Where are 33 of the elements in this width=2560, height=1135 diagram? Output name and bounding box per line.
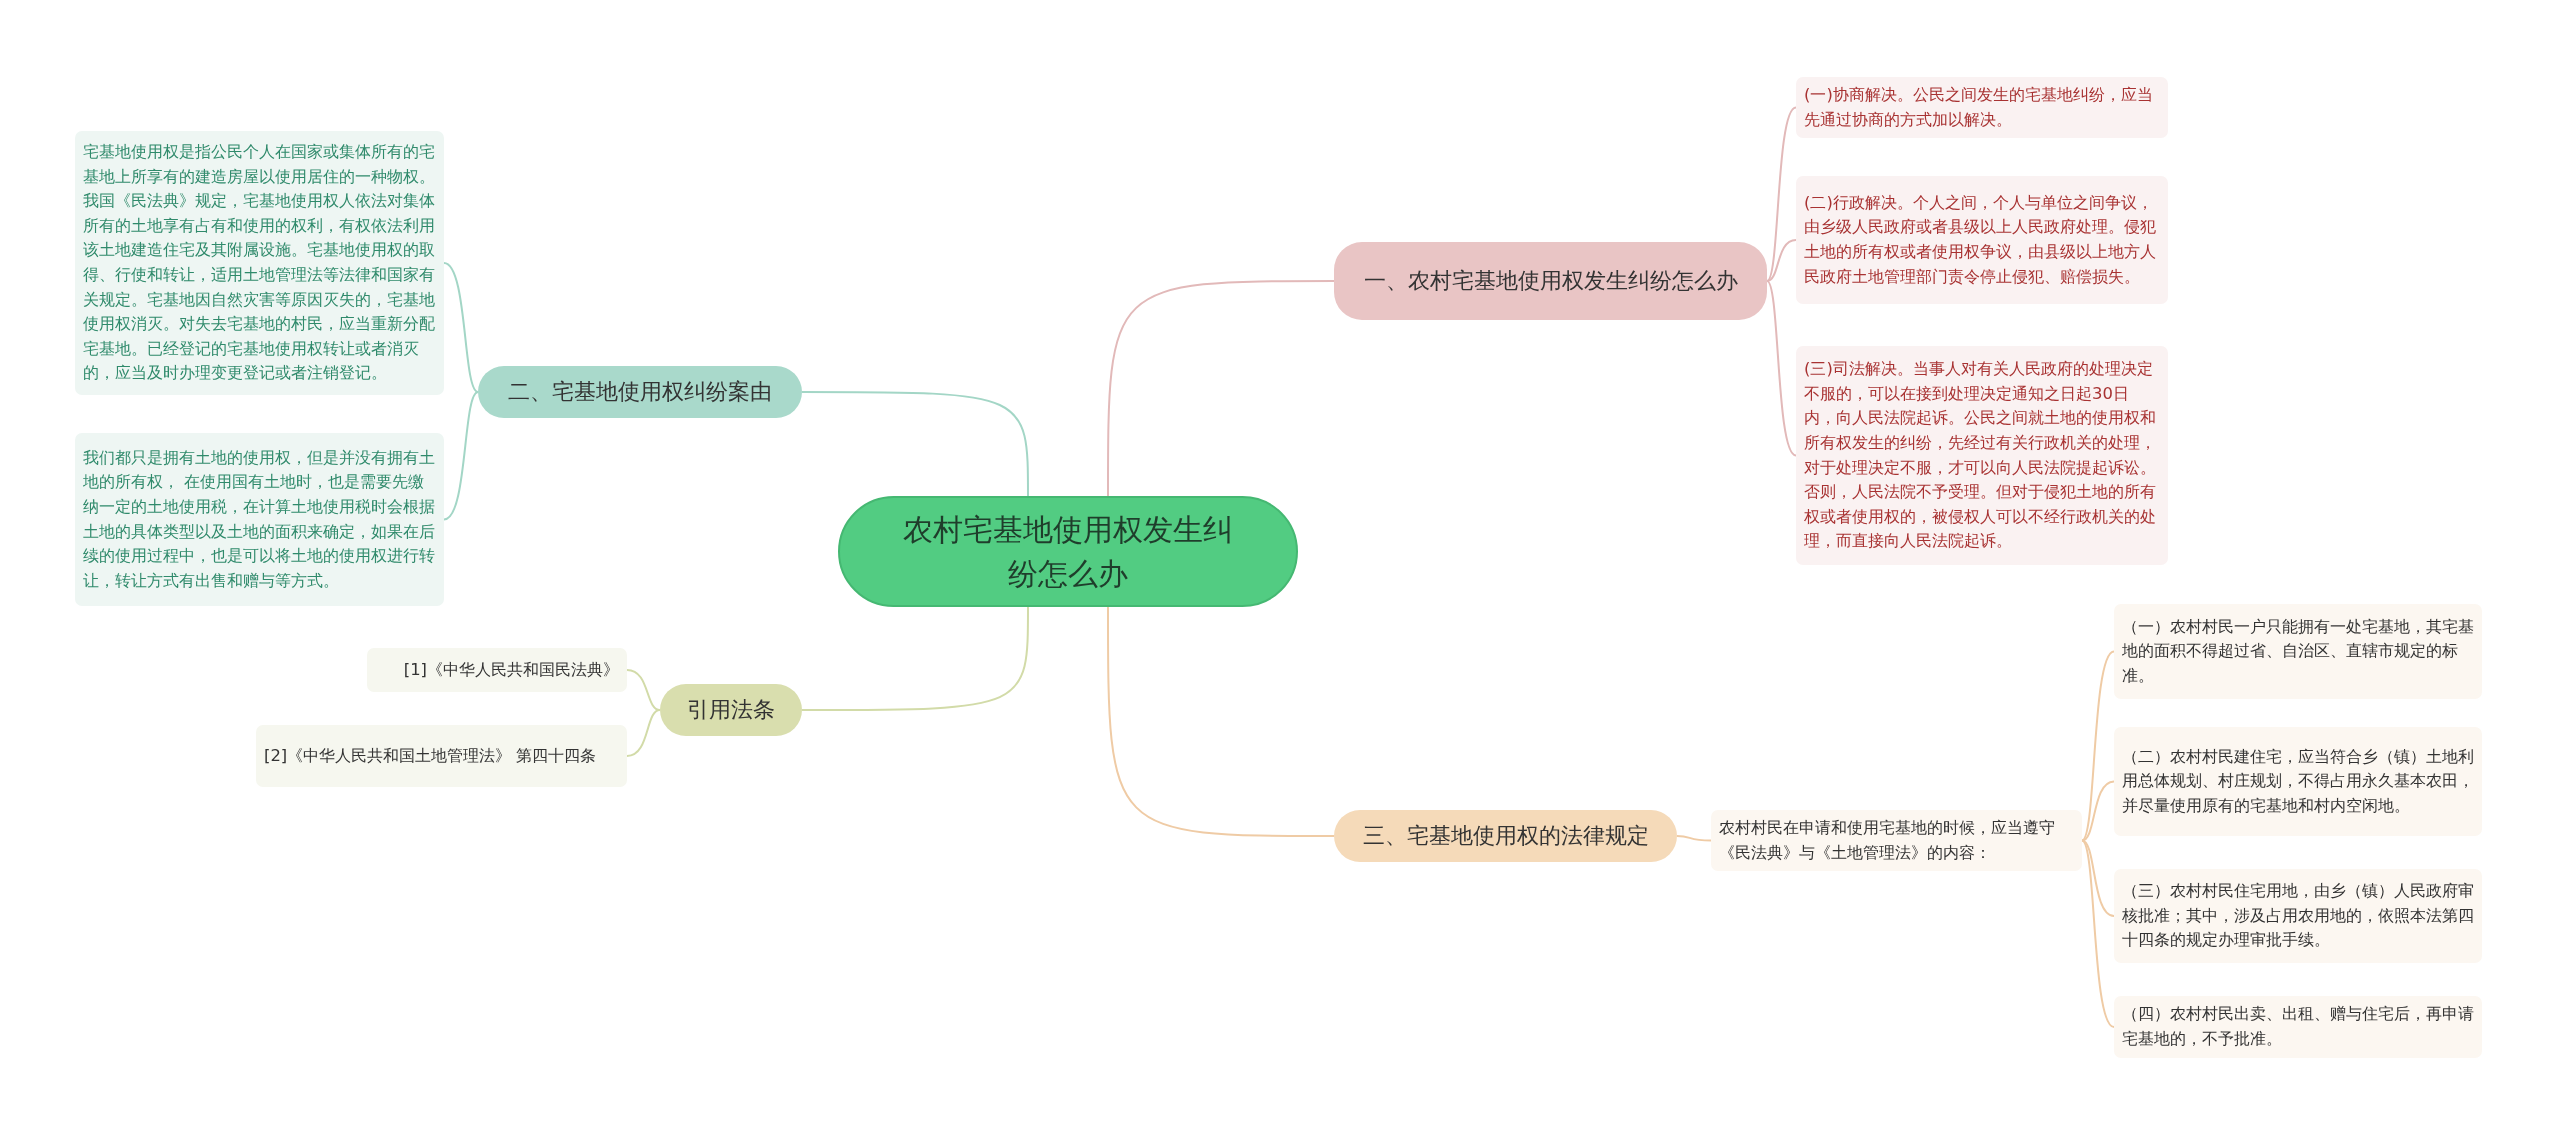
connector <box>626 709 661 757</box>
connector <box>443 391 479 521</box>
connector <box>801 606 1029 711</box>
central-topic: 农村宅基地使用权发生纠纷怎么办 <box>838 496 1298 607</box>
note-box: (一)协商解决。公民之间发生的宅基地纠纷，应当先通过协商的方式加以解决。 <box>1796 77 2168 139</box>
connector <box>1766 280 1797 457</box>
connector <box>443 262 479 393</box>
connector <box>2081 839 2115 917</box>
branch-topic: 三、宅基地使用权的法律规定 <box>1334 810 1677 862</box>
note-box: （一）农村村民一户只能拥有一处宅基地，其宅基地的面积不得超过省、自治区、直辖市规定的标准。 <box>2114 604 2482 699</box>
note-box: 农村村民在申请和使用宅基地的时候，应当遵守《民法典》与《土地管理法》的内容： <box>1711 810 2082 872</box>
connector <box>626 669 661 711</box>
note-box: [1]《中华人民共和国民法典》 <box>367 648 627 692</box>
branch-topic: 一、农村宅基地使用权发生纠纷怎么办 <box>1334 242 1767 320</box>
note-box: （二）农村村民建住宅，应当符合乡（镇）土地利用总体规划、村庄规划，不得占用永久基本农田，并尽量使用原有的宅基地和村内空闲地。 <box>2114 727 2482 836</box>
connector <box>2081 780 2115 842</box>
connector <box>1107 280 1335 497</box>
note-box: (三)司法解决。当事人对有关人民政府的处理决定不服的，可以在接到处理决定通知之日起30日内，向人民法院起诉。公民之间就土地的使用权和所有权发生的纠纷，先经过有关行政机关的处理，对于处理决定不服，才可以向人民法院提起诉讼。否则，人民法院不予受理。但对于侵犯土地的所有权或者使用权的，被侵权人可以不经行政机关的处理，而直接向人民法院起诉。 <box>1796 346 2168 565</box>
note-box: （三）农村村民住宅用地，由乡（镇）人民政府审核批准；其中，涉及占用农用地的，依照本法第四十四条的规定办理审批手续。 <box>2114 869 2482 963</box>
connector <box>1107 606 1335 837</box>
connector <box>801 391 1029 497</box>
branch-topic: 引用法条 <box>660 684 802 736</box>
note-box: （四）农村村民出卖、出租、赠与住宅后，再申请宅基地的，不予批准。 <box>2114 996 2482 1058</box>
connector <box>1766 239 1797 282</box>
connector <box>2081 839 2115 1028</box>
connector <box>2081 650 2115 842</box>
note-box: (二)行政解决。个人之间，个人与单位之间争议，由乡级人民政府或者县级以上人民政府处理。侵犯土地的所有权或者使用权争议，由县级以上地方人民政府土地管理部门责令停止侵犯、赔偿损失。 <box>1796 176 2168 304</box>
connector <box>1766 106 1797 282</box>
note-box: [2]《中华人民共和国土地管理法》 第四十四条 <box>256 725 627 787</box>
note-box: 宅基地使用权是指公民个人在国家或集体所有的宅基地上所享有的建造房屋以使用居住的一种物权。我国《民法典》规定，宅基地使用权人依法对集体所有的土地享有占有和使用的权利，有权依法利用该土地建造住宅及其附属设施。宅基地使用权的取得、行使和转让，适用土地管理法等法律和国家有关规定。宅基地因自然灾害等原因灭失的，宅基地使用权消灭。对失去宅基地的村民，应当重新分配宅基地。已经登记的宅基地使用权转让或者消灭的，应当及时办理变更登记或者注销登记。 <box>75 131 444 395</box>
connector <box>1676 835 1712 842</box>
note-box: 我们都只是拥有土地的使用权，但是并没有拥有土地的所有权， 在使用国有土地时，也是需要先缴纳一定的土地使用税，在计算土地使用税时会根据土地的具体类型以及土地的面积来确定，如果在后续的使用过程中，也是可以将土地的使用权进行转让，转让方式有出售和赠与等方式。 <box>75 433 444 606</box>
branch-topic: 二、宅基地使用权纠纷案由 <box>478 366 802 418</box>
